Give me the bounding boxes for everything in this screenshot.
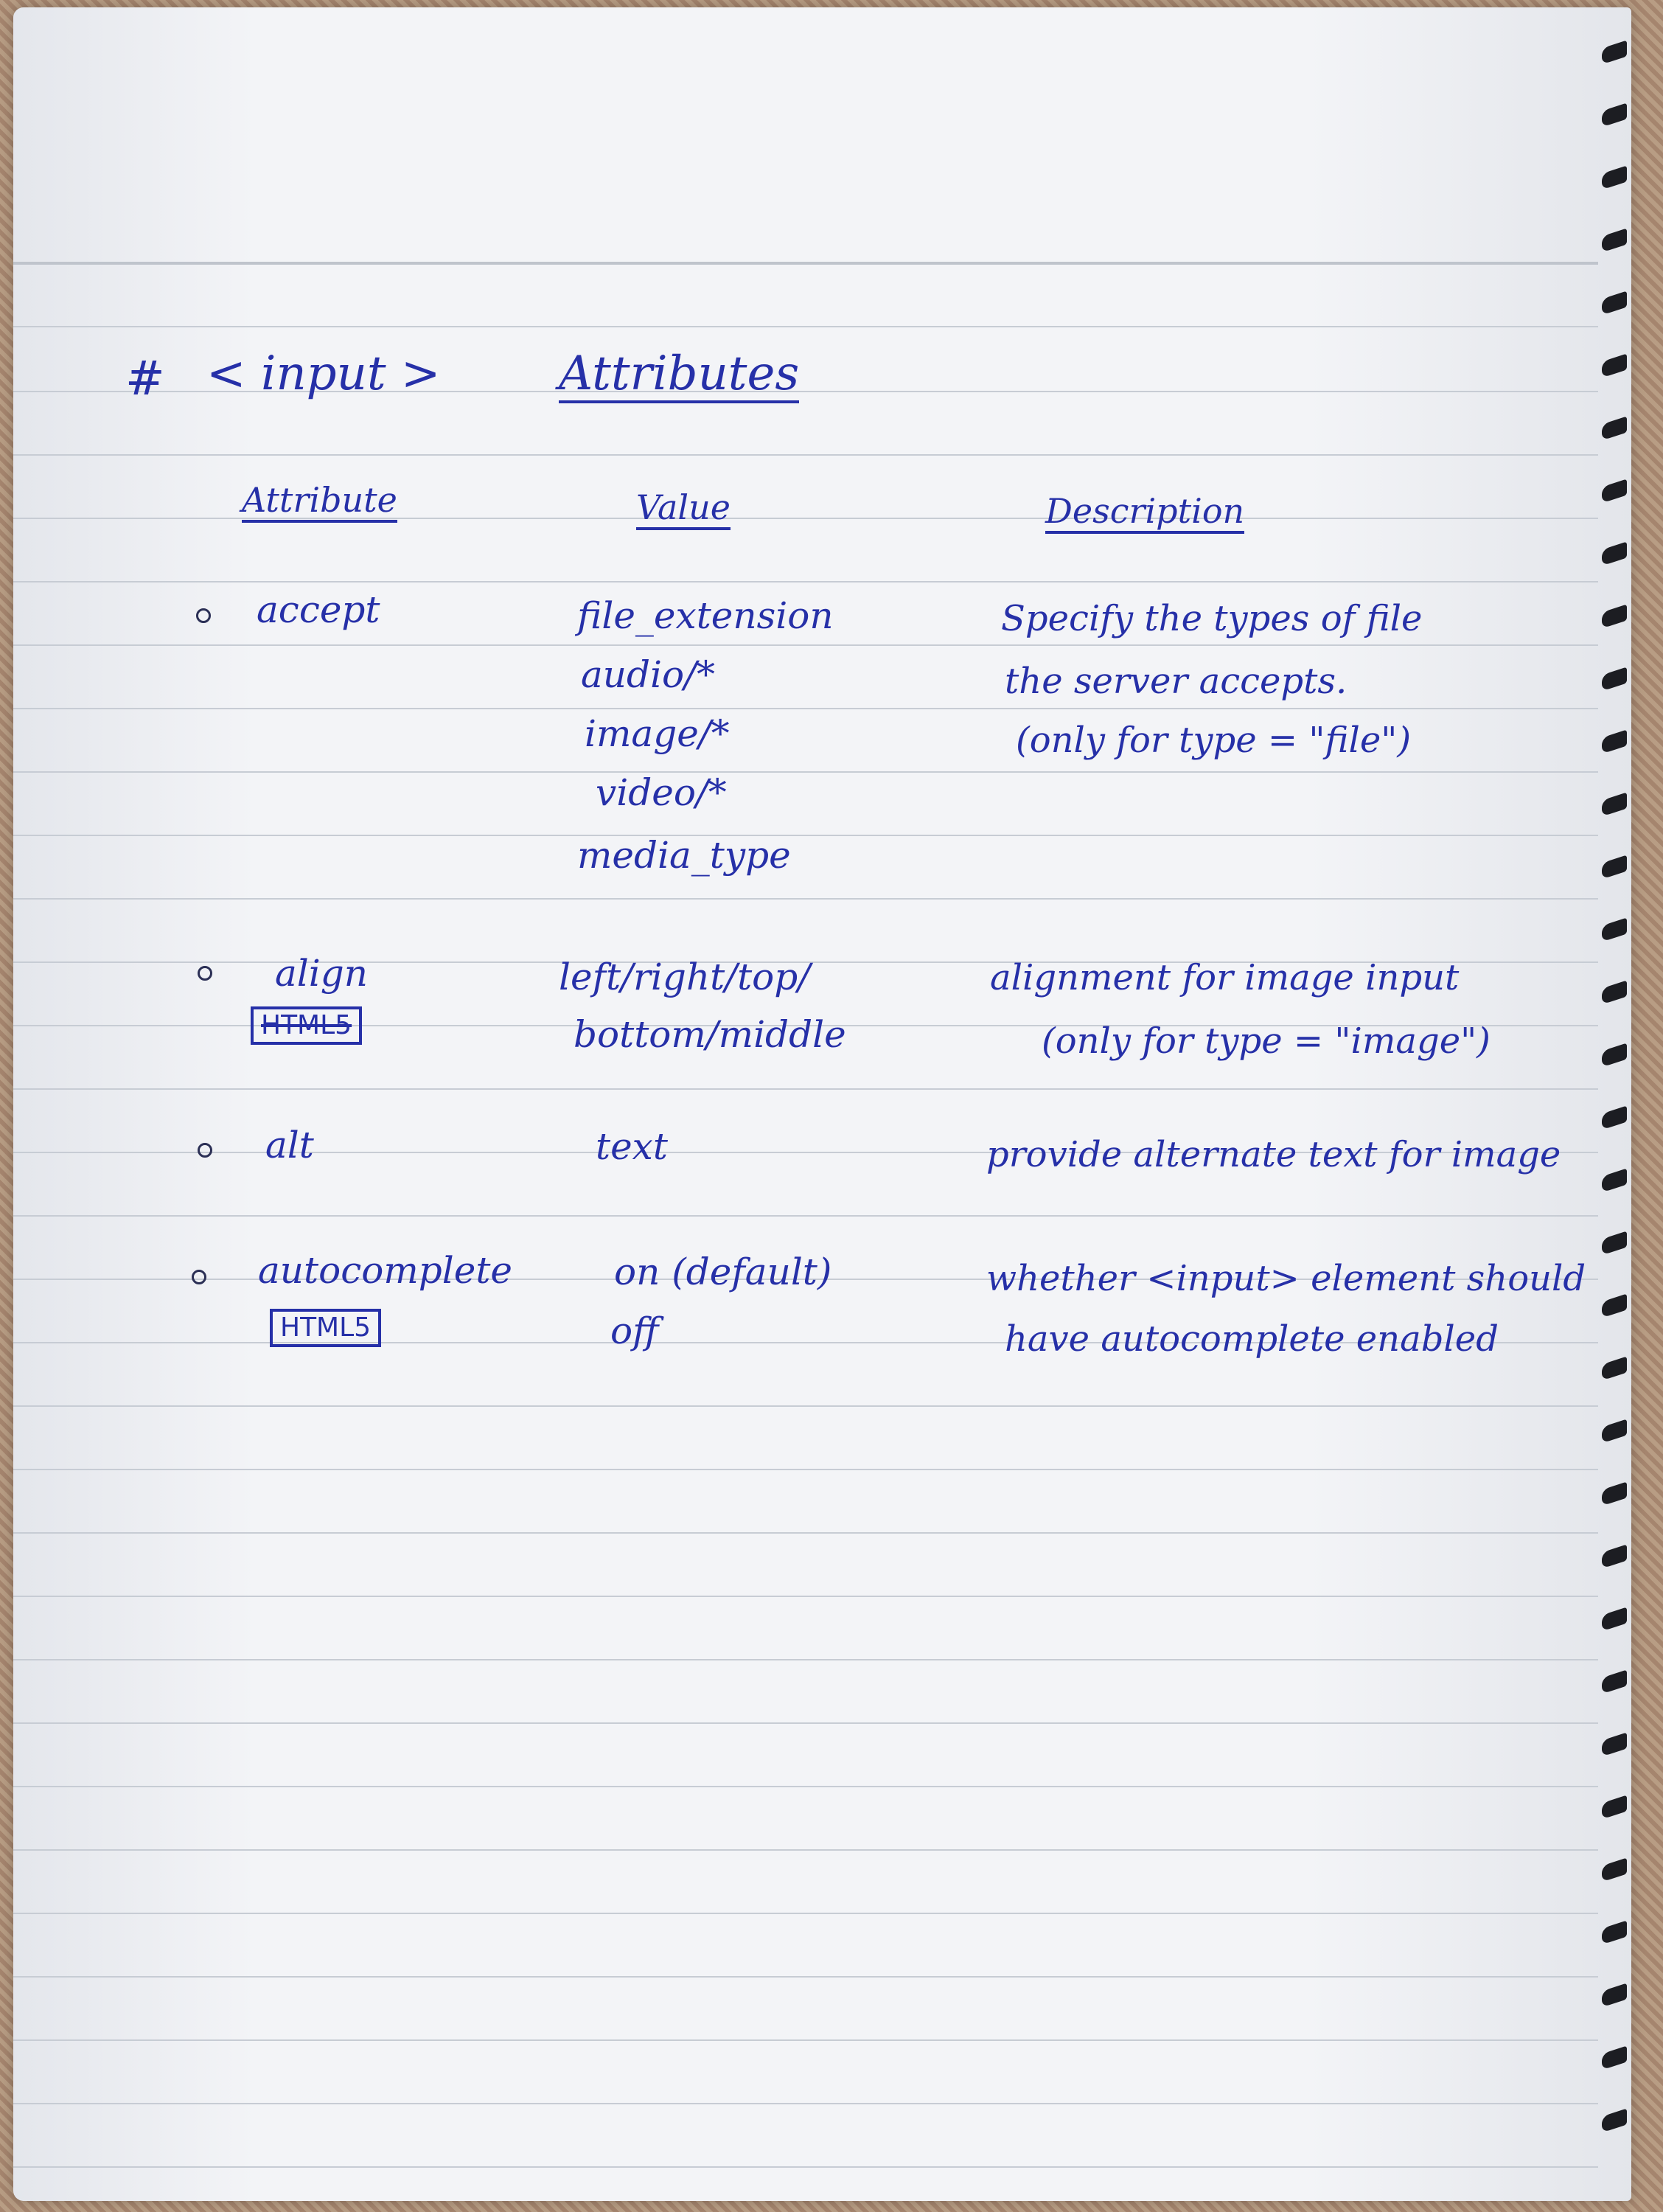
attribute-autocomplete: autocomplete — [258, 1249, 512, 1292]
html5-badge: HTML5 — [270, 1309, 382, 1347]
ruled-line — [13, 1469, 1598, 1470]
ruled-line — [13, 1786, 1598, 1787]
ruled-line — [13, 898, 1598, 900]
attribute-alt: alt — [265, 1124, 314, 1166]
accept-value: media_type — [577, 834, 791, 877]
row-bullet — [196, 608, 211, 623]
ruled-line — [13, 581, 1598, 582]
ruled-line — [13, 1532, 1598, 1534]
ruled-line — [13, 708, 1598, 709]
attribute-align: align — [275, 952, 369, 995]
align-description: alignment for image input — [990, 957, 1460, 998]
accept-value: image/* — [585, 712, 730, 755]
ruled-line — [13, 644, 1598, 646]
ruled-line — [13, 1215, 1598, 1217]
ruled-line — [13, 1722, 1598, 1724]
ruled-line — [13, 1659, 1598, 1660]
accept-value: audio/* — [581, 653, 715, 696]
row-bullet — [198, 966, 212, 981]
ruled-line — [13, 1279, 1598, 1280]
ruled-line — [13, 1596, 1598, 1597]
html5-badge-label: HTML5 — [261, 1010, 352, 1040]
ruled-line — [13, 1849, 1598, 1851]
page-title: Attributes — [559, 350, 800, 403]
column-header-value: Value — [636, 490, 731, 530]
align-description: (only for type = "image") — [1042, 1020, 1491, 1062]
notebook-page: # < input > Attributes Attribute Value D… — [13, 7, 1631, 2201]
ruled-line — [13, 1913, 1598, 1914]
ruled-line — [13, 2166, 1598, 2168]
accept-value: video/* — [596, 771, 727, 814]
ruled-line — [13, 1405, 1598, 1407]
heading-hash: # — [125, 352, 165, 406]
ruled-line — [13, 454, 1598, 456]
ruled-line — [13, 2103, 1598, 2104]
ruled-line — [13, 326, 1598, 327]
accept-description: Specify the types of file — [1001, 598, 1423, 639]
html5-badge-label: HTML5 — [280, 1312, 372, 1343]
ruled-line — [13, 518, 1598, 519]
align-value: bottom/middle — [573, 1013, 846, 1056]
page-top-rule — [13, 262, 1598, 265]
column-header-description: Description — [1045, 494, 1245, 534]
ruled-line — [13, 391, 1598, 392]
heading-tag: < input > — [206, 347, 441, 401]
column-header-attribute: Attribute — [242, 483, 397, 523]
accept-value: file_extension — [577, 594, 834, 637]
attribute-accept: accept — [257, 588, 380, 631]
ruled-line — [13, 2039, 1598, 2041]
accept-description: (only for type = "file") — [1016, 720, 1412, 761]
autocomplete-description: whether <input> element should — [986, 1258, 1586, 1299]
row-bullet — [198, 1143, 212, 1158]
ruled-line — [13, 1342, 1598, 1343]
autocomplete-description: have autocomplete enabled — [1005, 1318, 1499, 1360]
accept-description: the server accepts. — [1005, 661, 1348, 702]
ruled-line — [13, 961, 1598, 963]
ruled-line — [13, 1976, 1598, 1978]
html5-badge-struck: HTML5 — [251, 1006, 363, 1045]
autocomplete-value: on (default) — [614, 1251, 832, 1293]
ruled-line — [13, 1088, 1598, 1090]
ruled-line — [13, 835, 1598, 836]
row-bullet — [192, 1270, 206, 1284]
ruled-line — [13, 1152, 1598, 1153]
align-value: left/right/top/ — [559, 956, 811, 998]
autocomplete-value: off — [610, 1310, 659, 1352]
alt-value: text — [596, 1125, 668, 1168]
ruled-line — [13, 1025, 1598, 1026]
alt-description: provide alternate text for image — [986, 1134, 1561, 1175]
ruled-line — [13, 771, 1598, 773]
page-shading — [13, 7, 1631, 2201]
